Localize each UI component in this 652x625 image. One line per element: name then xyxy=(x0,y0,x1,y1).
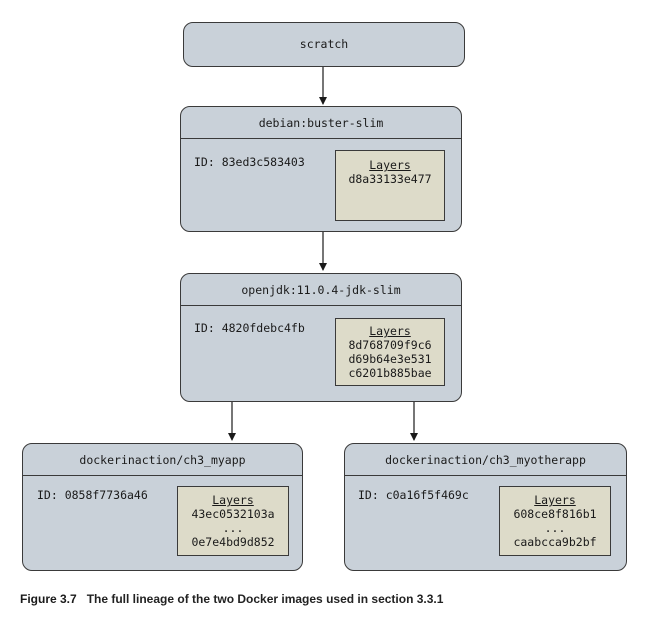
image-node-scratch: scratch xyxy=(183,22,465,67)
layers-heading: Layers xyxy=(534,493,576,507)
node-title: dockerinaction/ch3_myotherapp xyxy=(385,453,586,467)
layer-id: d8a33133e477 xyxy=(348,172,432,186)
layer-ellipsis: ... xyxy=(222,521,244,535)
image-node-openjdk: openjdk:11.0.4-jdk-slim ID: 4820fdebc4fb… xyxy=(180,273,462,402)
layer-id: 43ec0532103a xyxy=(191,507,275,521)
node-title: scratch xyxy=(299,37,349,51)
image-node-debian: debian:buster-slim ID: 83ed3c583403 Laye… xyxy=(180,106,462,232)
node-divider xyxy=(23,475,302,476)
layer-ellipsis: ... xyxy=(544,521,566,535)
layer-id: 608ce8f816b1 xyxy=(513,507,597,521)
layer-id: c6201b885bae xyxy=(348,366,432,380)
layer-id: caabcca9b2bf xyxy=(513,535,597,549)
layers-heading: Layers xyxy=(212,493,254,507)
figure-label: Figure 3.7 xyxy=(20,592,77,606)
node-title: openjdk:11.0.4-jdk-slim xyxy=(241,283,401,297)
layers-box: Layers 43ec0532103a ... 0e7e4bd9d852 xyxy=(177,486,289,556)
layer-id: d69b64e3e531 xyxy=(348,352,432,366)
image-id: ID: 4820fdebc4fb xyxy=(194,321,305,335)
image-node-myotherapp: dockerinaction/ch3_myotherapp ID: c0a16f… xyxy=(344,443,627,571)
image-id: ID: c0a16f5f469c xyxy=(358,488,469,502)
node-divider xyxy=(345,475,626,476)
layers-box: Layers 8d768709f9c6 d69b64e3e531 c6201b8… xyxy=(335,318,445,386)
layer-id: 8d768709f9c6 xyxy=(348,338,432,352)
image-id: ID: 0858f7736a46 xyxy=(37,488,148,502)
node-title: dockerinaction/ch3_myapp xyxy=(79,453,246,467)
image-id: ID: 83ed3c583403 xyxy=(194,155,305,169)
layer-id: 0e7e4bd9d852 xyxy=(191,535,275,549)
image-node-myapp: dockerinaction/ch3_myapp ID: 0858f7736a4… xyxy=(22,443,303,571)
layers-box: Layers 608ce8f816b1 ... caabcca9b2bf xyxy=(499,486,611,556)
figure-caption: Figure 3.7 The full lineage of the two Do… xyxy=(20,592,443,606)
figure-caption-text: The full lineage of the two Docker image… xyxy=(86,592,444,606)
node-title: debian:buster-slim xyxy=(258,116,384,130)
node-divider xyxy=(181,138,461,139)
layers-box: Layers d8a33133e477 xyxy=(335,150,445,221)
node-divider xyxy=(181,305,461,306)
layers-heading: Layers xyxy=(369,324,411,338)
layers-heading: Layers xyxy=(369,158,411,172)
